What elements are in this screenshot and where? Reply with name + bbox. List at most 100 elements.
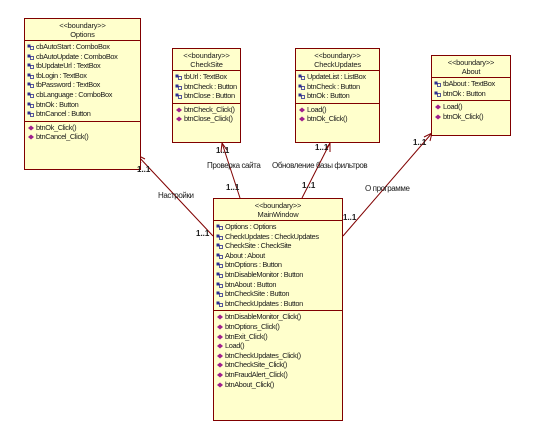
association-options [136, 154, 214, 237]
operation-text: btnCheckUpdates_Click() [225, 350, 301, 360]
attribute-row: btnOptions : Button [216, 260, 340, 270]
arrow-checkupdates [324, 141, 331, 152]
attribute-row: btnCancel : Button [27, 109, 138, 119]
operation-row: Load() [298, 105, 377, 115]
operation-text: btnFraudAlert_Click() [225, 369, 288, 379]
attribute-icon [27, 82, 34, 89]
attribute-icon [175, 93, 182, 100]
operation-icon [435, 114, 441, 120]
association-checksite [221, 142, 241, 199]
class-name: About [461, 67, 481, 76]
attribute-text: btnOk : Button [307, 91, 350, 101]
attribute-icon [216, 291, 223, 298]
operation-row: btnCheckSite_Click() [216, 360, 340, 370]
attribute-icon [216, 262, 223, 269]
attribute-icon [216, 282, 223, 288]
attribute-text: btnOk : Button [443, 88, 486, 98]
multiplicity-options-far: 1..1 [137, 165, 151, 174]
operation-row: btnCheck_Click() [175, 105, 238, 115]
attribute-row: btnCheckSite : Button [216, 289, 340, 299]
association-label-checksite: Проверка сайта [207, 161, 261, 170]
attribute-text: tbPassword : TextBox [36, 80, 100, 90]
operation-row: btnFraudAlert_Click() [216, 370, 340, 380]
operation-text: btnExit_Click() [225, 331, 268, 341]
operation-row: btnClose_Click() [175, 114, 238, 124]
association-label-options: Настройки [158, 191, 194, 200]
attribute-text: CheckSite : CheckSite [225, 241, 292, 251]
stereotype-label: <<boundary>> [447, 58, 495, 67]
class-checkupdates[interactable]: <<boundary>> CheckUpdates UpdateList : L… [295, 48, 380, 143]
operation-icon [28, 134, 34, 140]
class-name: MainWindow [257, 210, 299, 219]
attribute-icon [27, 102, 34, 108]
attribute-row: btnCheck : Button [175, 82, 238, 92]
class-mainwindow-header: <<boundary>> MainWindow [214, 199, 342, 221]
attribute-row: btnDisableMonitor : Button [216, 270, 340, 280]
attribute-row: Options : Options [216, 222, 340, 232]
attribute-text: CheckUpdates : CheckUpdates [225, 231, 319, 241]
operation-text: Load() [225, 341, 245, 351]
attribute-icon [434, 91, 441, 97]
attribute-text: tbUpdateUrl : TextBox [36, 61, 101, 71]
attribute-icon [175, 84, 182, 90]
attribute-icon [298, 74, 305, 80]
operation-icon [217, 362, 223, 368]
attribute-row: cbAutoStart : ComboBox [27, 42, 138, 52]
attribute-icon [216, 243, 223, 250]
class-mainwindow[interactable]: <<boundary>> MainWindow Options : Option… [213, 198, 343, 421]
operation-text: btnOk_Click() [36, 122, 77, 132]
operation-text: btnOptions_Click() [225, 321, 280, 331]
attribute-row: tbUpdateUrl : TextBox [27, 61, 138, 71]
multiplicity-about-far: 1..1 [413, 138, 427, 147]
operation-icon [217, 382, 223, 387]
operation-text: Load() [307, 104, 327, 114]
attribute-icon [216, 301, 223, 307]
operation-icon [217, 353, 223, 359]
operation-row: btnCheckUpdates_Click() [216, 351, 340, 361]
class-about-header: <<boundary>> About [432, 56, 510, 78]
attribute-text: btnCheckSite : Button [225, 289, 290, 299]
attribute-text: UpdateList : ListBox [307, 72, 366, 81]
attribute-icon [216, 253, 223, 259]
operation-icon [176, 107, 182, 113]
attribute-text: btnClose : Button [184, 91, 235, 101]
class-checksite-header: <<boundary>> CheckSite [173, 49, 240, 71]
multiplicity-checksite-far: 1..1 [216, 146, 230, 155]
attribute-text: btnCheckUpdates : Button [225, 298, 303, 308]
operation-icon [217, 343, 223, 349]
class-options[interactable]: <<boundary>> Options cbAutoStart : Combo… [24, 18, 141, 170]
multiplicity-checkupdates-near: 1..1 [302, 181, 316, 190]
operation-row: btnAbout_Click() [216, 380, 340, 390]
operation-list: btnCheck_Click()btnClose_Click() [173, 102, 240, 126]
attribute-text: About : About [225, 250, 265, 260]
multiplicity-checksite-near: 1..1 [226, 183, 240, 192]
attribute-icon [298, 84, 305, 90]
association-label-about: О программе [365, 184, 410, 193]
operation-row: btnOk_Click() [434, 112, 508, 122]
association-label-checkupdates: Обновление базы фильтров [272, 161, 368, 170]
attribute-text: tbAbout : TextBox [443, 79, 495, 88]
attribute-row: CheckSite : CheckSite [216, 241, 340, 251]
operation-icon [217, 324, 223, 330]
stereotype-label: <<boundary>> [254, 201, 302, 210]
attribute-row: cbAutoUpdate : ComboBox [27, 52, 138, 62]
attribute-text: cbAutoUpdate : ComboBox [36, 51, 118, 61]
attribute-text: btnDisableMonitor : Button [225, 269, 303, 279]
multiplicity-options-near: 1..1 [196, 229, 210, 238]
attribute-icon [175, 74, 182, 80]
operation-list: Load()btnOk_Click() [296, 102, 379, 126]
multiplicity-about-near: 1..1 [343, 213, 357, 222]
attribute-row: tbPassword : TextBox [27, 80, 138, 90]
operation-list: btnOk_Click()btnCancel_Click() [25, 120, 140, 144]
attribute-icon [216, 224, 223, 230]
attribute-row: tbLogin : TextBox [27, 71, 138, 81]
operation-row: btnExit_Click() [216, 332, 340, 342]
attribute-icon [298, 93, 305, 100]
operation-row: btnOptions_Click() [216, 322, 340, 332]
attribute-icon [216, 234, 223, 240]
